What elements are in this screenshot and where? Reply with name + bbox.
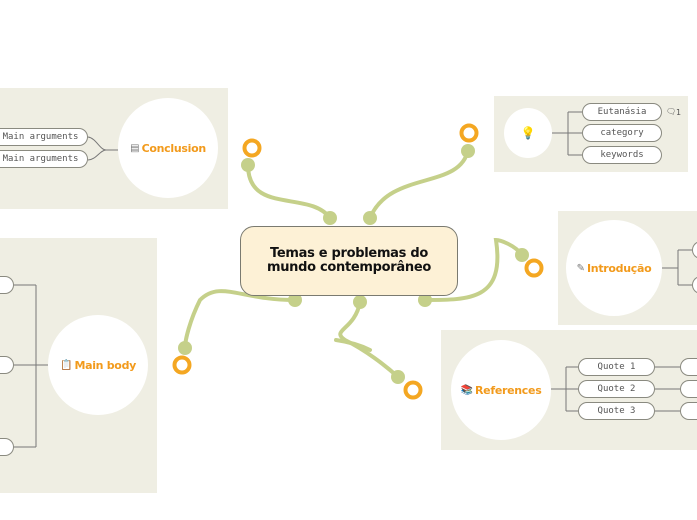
idea-subtree-lines [552, 111, 582, 156]
introducao-subtree-lines [662, 249, 692, 286]
references-subtree-lines [551, 366, 680, 412]
comment-count: 1 [676, 108, 682, 117]
main-body-child-3[interactable] [0, 438, 14, 456]
collapse-handle [459, 123, 479, 143]
handle-node [461, 144, 475, 158]
conclusion-label: Conclusion [141, 141, 207, 155]
handle-node [515, 248, 529, 262]
conclusion-topic[interactable]: ▤ Conclusion [118, 98, 218, 198]
collapse-handle [403, 380, 423, 400]
conclusion-child-2[interactable]: Main arguments [0, 150, 88, 168]
quote-1-subitem[interactable] [680, 358, 697, 376]
introducao-label: Introdução [587, 261, 652, 275]
comment-icon[interactable]: 🗨 [666, 107, 677, 116]
references-label: References [475, 383, 542, 397]
branch-introducao [423, 237, 524, 302]
handle-node [418, 293, 432, 307]
main-body-subtree-lines [14, 284, 48, 448]
handle-node [323, 211, 337, 225]
conclusion-child-1[interactable]: Main arguments [0, 128, 88, 146]
lightbulb-icon: 💡 [520, 126, 536, 140]
handle-node [353, 295, 367, 309]
collapse-handle [524, 258, 544, 278]
branch-idea [368, 148, 470, 220]
branch-conclusion [246, 163, 332, 220]
main-body-child-1[interactable] [0, 276, 14, 294]
handle-node [391, 370, 405, 384]
handle-node [363, 211, 377, 225]
pencil-note-icon: ✎ [576, 262, 585, 274]
references-topic[interactable]: 📚 References [451, 340, 551, 440]
idea-child-keywords[interactable]: keywords [582, 146, 662, 164]
idea-child-category[interactable]: category [582, 124, 662, 142]
references-child-quote-3[interactable]: Quote 3 [578, 402, 655, 420]
main-body-label: Main body [74, 358, 137, 372]
introducao-topic[interactable]: ✎ Introdução [566, 220, 662, 316]
references-child-quote-2[interactable]: Quote 2 [578, 380, 655, 398]
central-topic-label: Temas e problemas do mundo contemporâneo [266, 246, 431, 275]
clipboard-icon: 📋 [59, 359, 73, 371]
handle-node [288, 293, 302, 307]
quote-2-subitem[interactable] [680, 380, 697, 398]
references-child-quote-1[interactable]: Quote 1 [578, 358, 655, 376]
central-topic[interactable]: Temas e problemas do mundo contemporâneo [240, 226, 458, 296]
collapse-handle [242, 138, 262, 158]
branch-references-lower [334, 338, 372, 352]
quote-3-subitem[interactable] [680, 402, 697, 420]
document-icon: ▤ [130, 142, 140, 154]
idea-topic[interactable]: 💡 [504, 108, 552, 158]
conclusion-subtree-lines [87, 136, 118, 161]
main-body-topic[interactable]: 📋 Main body [48, 315, 148, 415]
handle-node [241, 158, 255, 172]
handle-node [178, 341, 192, 355]
branch-main-body [183, 289, 297, 350]
books-icon: 📚 [460, 384, 474, 396]
branch-references [338, 300, 400, 379]
collapse-handle [172, 355, 192, 375]
idea-child-eutanasia[interactable]: Eutanásia [582, 103, 662, 121]
main-body-child-2[interactable] [0, 356, 14, 374]
